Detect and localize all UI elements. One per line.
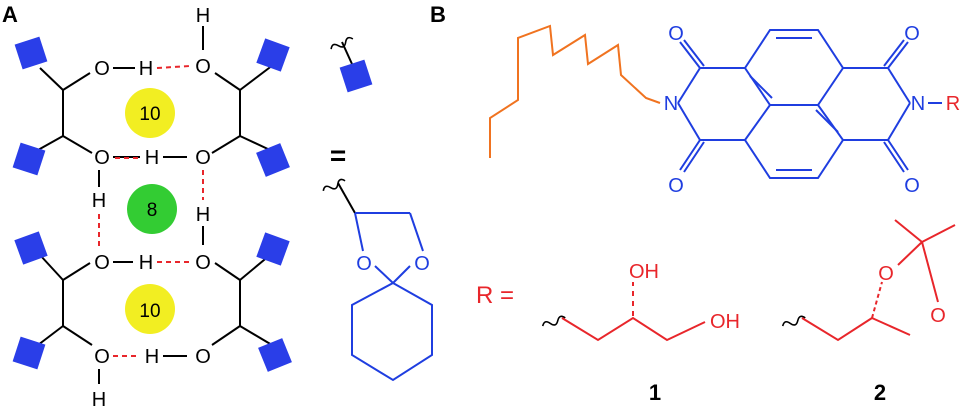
svg-text:O: O (195, 346, 211, 368)
ring-10-bottom-label: 10 (139, 301, 160, 322)
wavy-bond-glyph (541, 315, 566, 327)
svg-text:H: H (139, 58, 153, 80)
svg-text:O: O (94, 58, 110, 80)
compound-1-label: 1 (649, 380, 661, 405)
svg-text:N: N (664, 93, 678, 115)
svg-text:H: H (196, 5, 210, 27)
compound-2-label: 2 (874, 380, 886, 405)
svg-text:O: O (195, 56, 211, 78)
square-glyph (256, 38, 290, 72)
square-glyph (339, 59, 373, 93)
svg-text:O: O (195, 252, 211, 274)
svg-text:O: O (904, 175, 920, 197)
svg-text:N: N (911, 93, 925, 115)
compound-2-acetonide: O O (781, 219, 956, 342)
square-glyph (258, 338, 292, 372)
svg-text:H: H (92, 190, 106, 212)
svg-text:H: H (196, 204, 210, 226)
svg-text:O: O (94, 147, 110, 169)
svg-text:O: O (94, 252, 110, 274)
ndi-atoms: O O N N O O (664, 23, 925, 197)
svg-text:O: O (414, 253, 430, 275)
svg-text:O: O (356, 253, 372, 275)
sugar-squares (12, 36, 292, 372)
r-group-atom: R (946, 93, 960, 115)
svg-text:O: O (904, 23, 920, 45)
hydrogen-bonds (98, 65, 204, 357)
compound-1-diol: OH OH (541, 261, 740, 342)
ring-10-top (125, 88, 175, 138)
square-glyph (256, 232, 290, 266)
svg-text:O: O (668, 175, 684, 197)
r-equals-label: R = (476, 282, 514, 309)
svg-text:O: O (94, 346, 110, 368)
panel-b-label: B (430, 2, 446, 27)
svg-text:O: O (195, 147, 211, 169)
svg-text:O: O (668, 23, 684, 45)
ring-8-label: 8 (147, 200, 158, 221)
wavy-bond-glyph (781, 315, 806, 327)
square-glyph (12, 142, 46, 176)
svg-text:OH: OH (710, 311, 740, 333)
square-glyph (12, 336, 46, 370)
ring-8 (127, 184, 177, 234)
naphthalene-diimide (677, 29, 911, 179)
square-glyph (14, 36, 48, 70)
svg-text:H: H (92, 389, 106, 411)
svg-text:O: O (878, 263, 894, 285)
equals-sign: = (330, 140, 346, 171)
square-glyph (14, 231, 48, 265)
wavy-bond-glyph (322, 178, 346, 192)
svg-text:H: H (145, 346, 159, 368)
svg-text:H: H (139, 252, 153, 274)
svg-text:O: O (930, 305, 946, 327)
svg-text:OH: OH (629, 261, 659, 283)
ring-10-top-label: 10 (139, 104, 160, 125)
panel-a-label: A (2, 2, 18, 27)
square-legend: = O O (322, 36, 433, 382)
ring-10-bottom (125, 284, 175, 334)
panel-a-atoms: O H H O O H O H H O H O O H O H (92, 5, 211, 411)
square-glyph (256, 143, 290, 177)
svg-text:H: H (145, 147, 159, 169)
octyl-chain (489, 24, 661, 158)
